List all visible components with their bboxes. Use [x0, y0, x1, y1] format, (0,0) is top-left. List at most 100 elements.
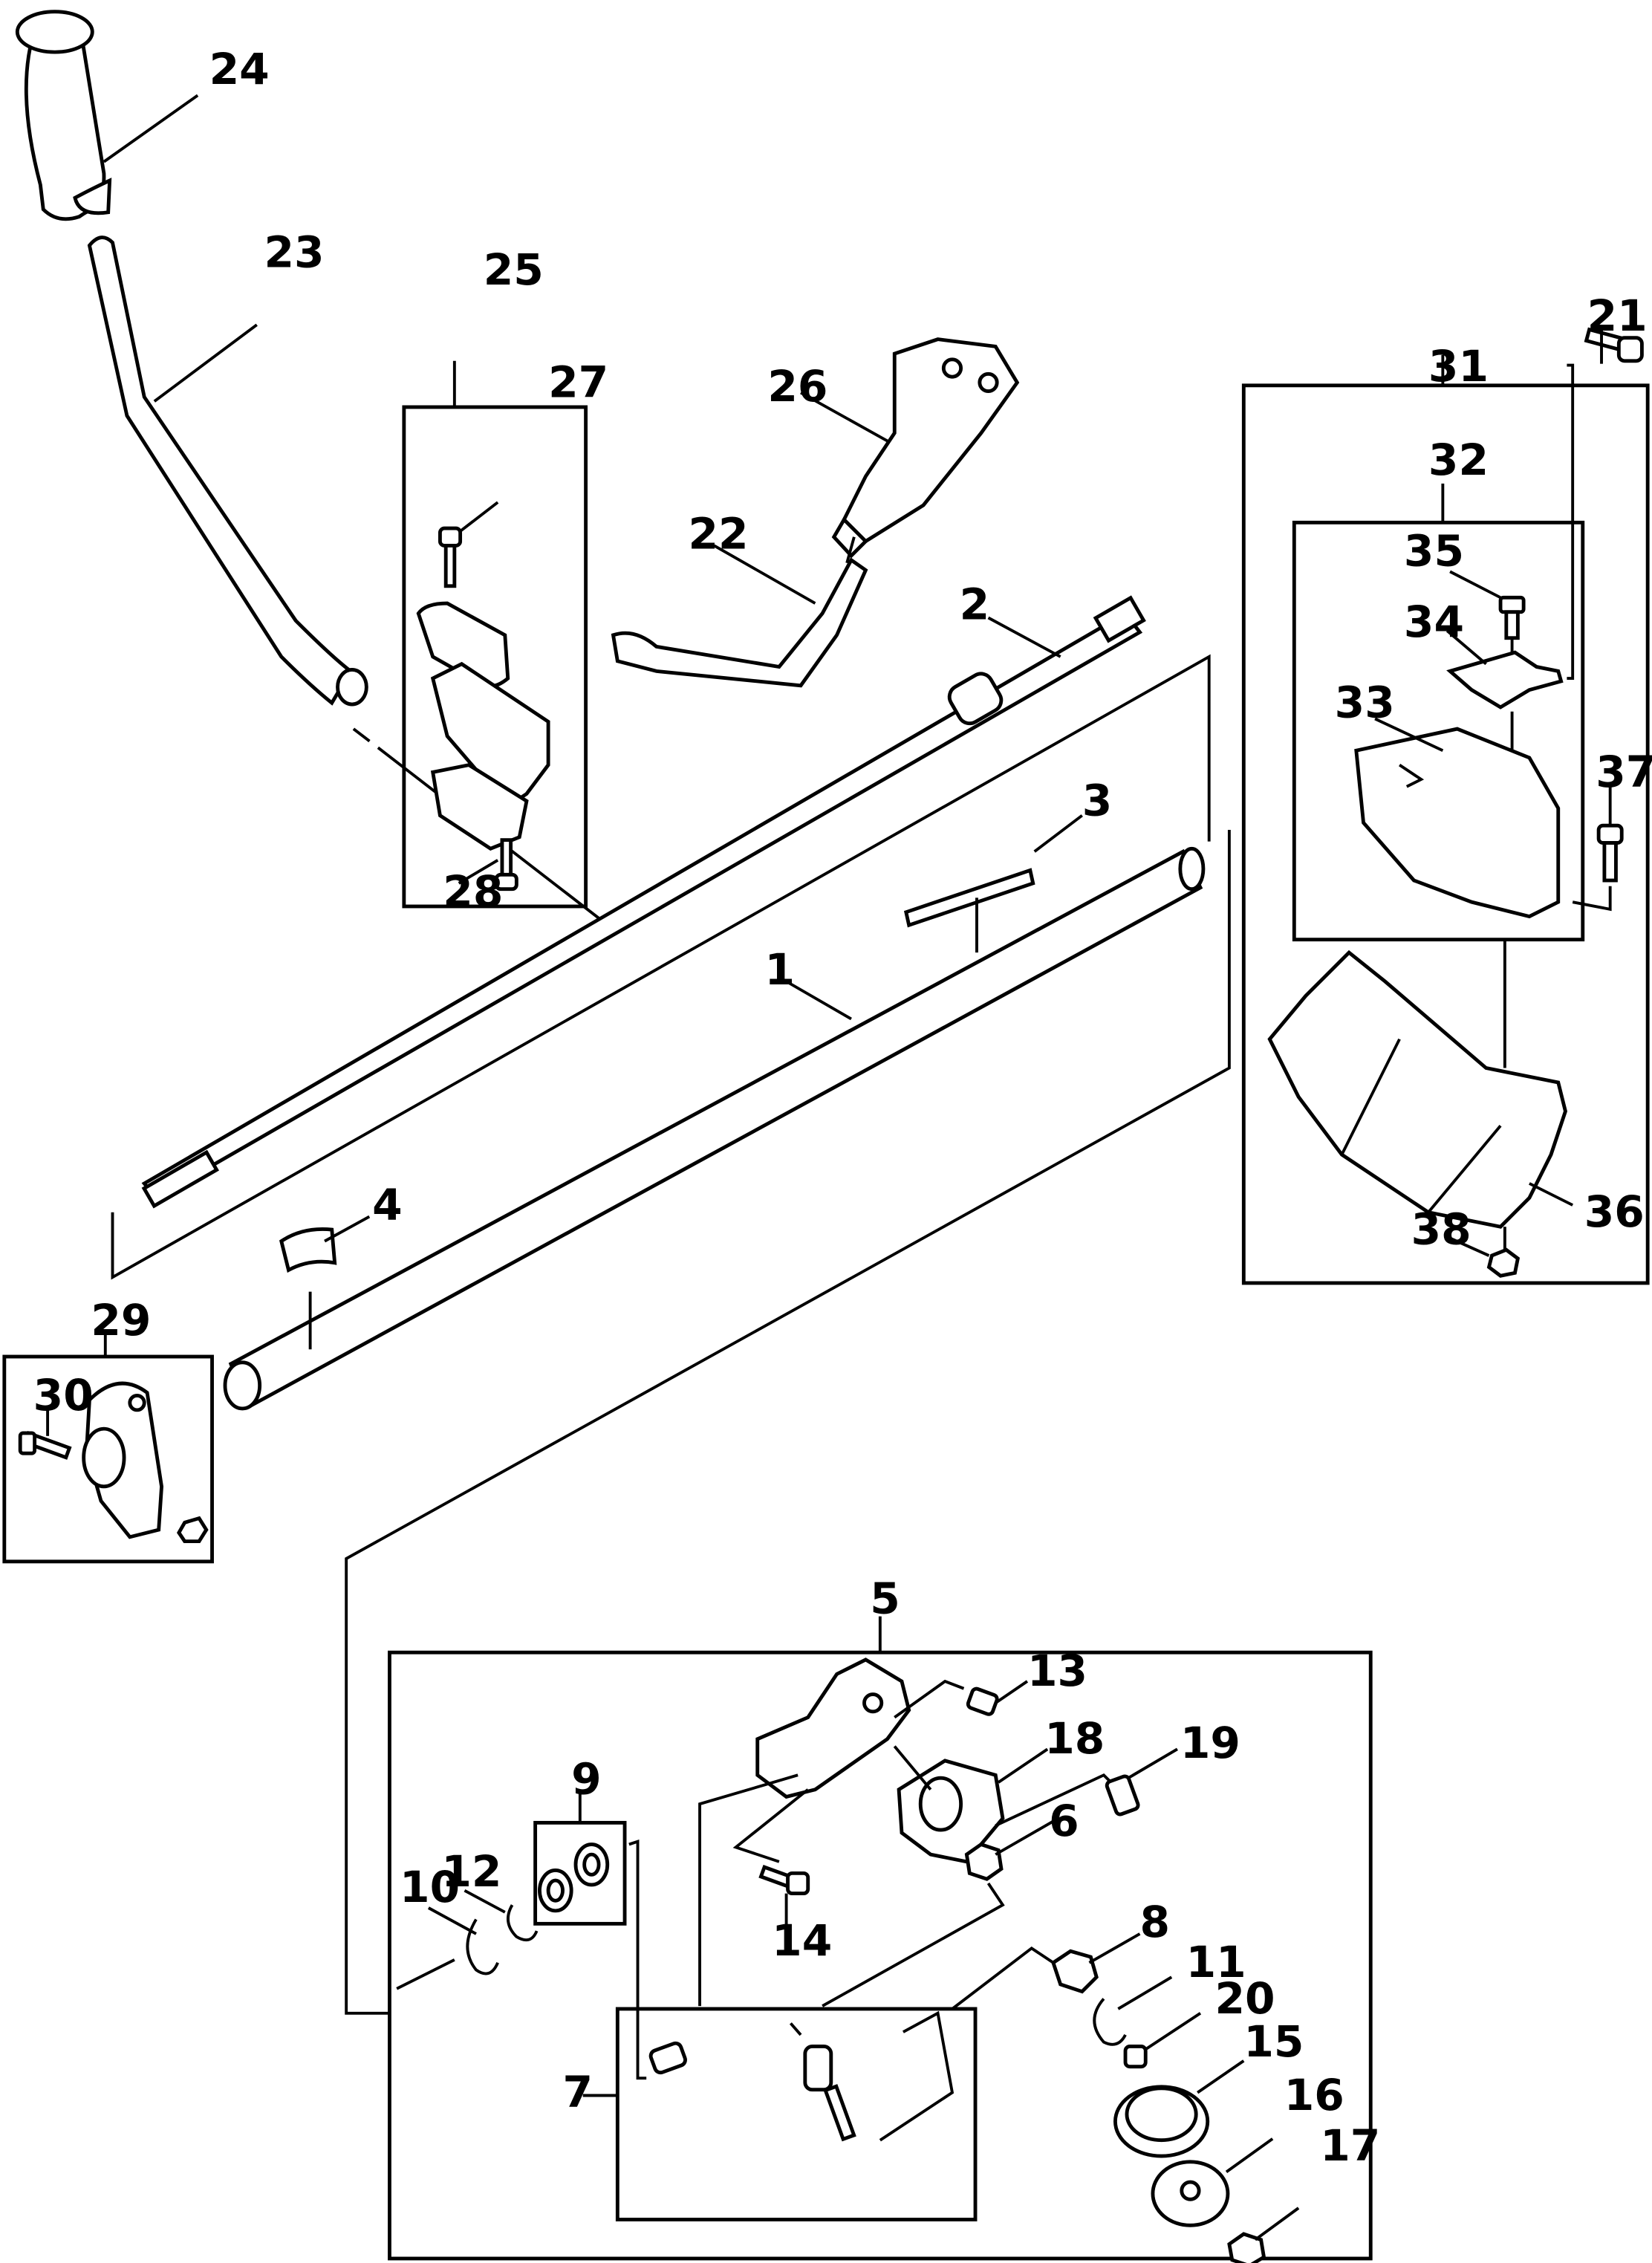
group-29-box [2, 1354, 214, 1564]
part-26-front-grip [831, 337, 1020, 559]
shaft-bracket-line [111, 654, 1211, 1280]
leader-23 [153, 323, 258, 403]
leader-1 [785, 980, 852, 1021]
connector-7-8 [951, 1946, 1054, 2010]
label-15: 15 [1243, 2016, 1304, 2067]
leader-35 [1449, 570, 1501, 600]
leader-18 [998, 1747, 1049, 1784]
leader-16 [1225, 2137, 1274, 2174]
label-38: 38 [1411, 1204, 1471, 1255]
label-10: 10 [400, 1862, 460, 1912]
leader-8 [1088, 1932, 1141, 1964]
part-33-cover [1354, 727, 1561, 919]
part-21-bolt [1584, 327, 1644, 363]
part-35-bolt [1498, 595, 1526, 640]
part-9-bearings [538, 1842, 610, 1913]
leader-33 [1374, 717, 1444, 752]
leader-24 [103, 94, 199, 163]
label-30: 30 [33, 1370, 94, 1421]
label-6: 6 [1049, 1796, 1079, 1846]
leader-15 [1197, 2059, 1245, 2094]
label-8: 8 [1139, 1897, 1170, 1947]
label-21: 21 [1587, 290, 1648, 341]
part-14-bolt [758, 1864, 810, 1895]
part-2-drive-shaft [141, 595, 1146, 1209]
connector-22-26 [845, 536, 856, 564]
label-28: 28 [443, 866, 503, 917]
part-20-spacer [1123, 2045, 1148, 2069]
part-28-bolt [494, 838, 518, 892]
connector-10 [396, 1958, 455, 1990]
leader-28 [458, 859, 499, 885]
label-36: 36 [1584, 1186, 1645, 1237]
leader-36 [1529, 1182, 1574, 1207]
connector-37 [1572, 886, 1612, 912]
part-12-circlip [507, 1904, 539, 1942]
label-12: 12 [441, 1846, 501, 1897]
part-19-fitting [1105, 1774, 1140, 1816]
part-37-bolt [1596, 823, 1624, 883]
part-38-nut [1486, 1247, 1521, 1278]
leader-27 [459, 501, 499, 533]
leader-17 [1254, 2207, 1300, 2241]
part-labels: 24 23 25 27 26 22 2 3 1 28 4 29 30 21 31… [33, 44, 1652, 2171]
label-1: 1 [764, 944, 795, 995]
label-3: 3 [1082, 776, 1113, 826]
label-7: 7 [563, 2067, 594, 2117]
part-29-clamp [82, 1381, 163, 1539]
clamp-nut [176, 1516, 209, 1544]
part-24-grip [15, 10, 112, 221]
label-26: 26 [767, 361, 827, 412]
part-17-nut [1227, 2232, 1266, 2263]
label-32: 32 [1428, 435, 1489, 485]
label-17: 17 [1320, 2120, 1380, 2171]
part-22-handle-bar [611, 557, 868, 688]
label-27: 27 [548, 357, 608, 407]
connector-9-7 [628, 1839, 647, 2080]
leader-11 [1117, 1975, 1173, 2010]
label-13: 13 [1027, 1646, 1087, 1696]
part-18-cover [897, 1759, 1005, 1864]
part-8-nut [1051, 1949, 1099, 1994]
link-case-18 [893, 1745, 932, 1790]
part-6-nut [964, 1842, 1004, 1881]
leader-38 [1446, 1236, 1490, 1257]
gear-case [755, 1658, 911, 1799]
part-1-shaft-tube [223, 846, 1206, 1411]
part-3-label [903, 868, 1035, 928]
label-34: 34 [1404, 597, 1464, 647]
label-16: 16 [1284, 2070, 1344, 2120]
part-34-bracket [1446, 650, 1564, 710]
connector-6-7 [822, 1882, 1005, 2007]
leader-6 [995, 1819, 1054, 1856]
group-25-box [402, 405, 588, 909]
label-33: 33 [1335, 678, 1395, 728]
leader-13 [995, 1680, 1029, 1704]
part-4-sticker [279, 1227, 337, 1273]
leader-10 [427, 1906, 477, 1935]
group-32-box [1292, 520, 1585, 942]
part-36-guard [1267, 949, 1567, 1229]
label-9: 9 [571, 1754, 602, 1805]
connector-18-19 [995, 1773, 1112, 1828]
label-29: 29 [91, 1295, 151, 1345]
label-14: 14 [772, 1915, 832, 1966]
label-25: 25 [484, 244, 544, 295]
connector-case-13 [894, 1679, 965, 1719]
part-11-circlip [1093, 1998, 1127, 2046]
clamp-bracket [430, 661, 550, 811]
label-31: 31 [1428, 341, 1489, 392]
label-20: 20 [1214, 1973, 1275, 2024]
label-5: 5 [870, 1574, 900, 1624]
leader-34 [1446, 629, 1487, 666]
connector-7-internal [789, 2010, 955, 2142]
part-16-washer [1151, 2160, 1230, 2227]
label-23: 23 [264, 227, 324, 278]
label-37: 37 [1596, 747, 1652, 797]
part-7-bevel-gear-shaft [803, 2045, 856, 2142]
clamp-lower [430, 763, 529, 851]
leader-2 [987, 616, 1061, 658]
connector-case-7 [698, 1773, 799, 2007]
label-2: 2 [960, 579, 990, 629]
leader-3 [1033, 814, 1083, 853]
